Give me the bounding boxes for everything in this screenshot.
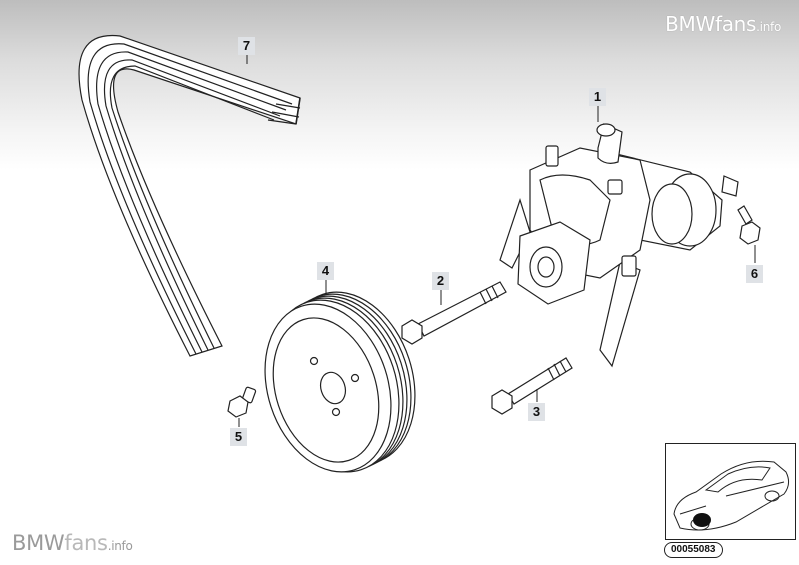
vehicle-location-inset — [665, 443, 796, 540]
part-label-6[interactable]: 6 — [746, 265, 763, 283]
watermark-bottom-brand: BMW — [12, 531, 65, 555]
watermark-bottom-fans: fans — [64, 531, 108, 555]
watermark-top-suffix: .info — [756, 20, 781, 34]
watermark-bottom: BMWfans.info — [12, 531, 133, 555]
pulley[interactable] — [244, 275, 436, 489]
drive-belt[interactable] — [78, 34, 301, 357]
part-label-5[interactable]: 5 — [230, 428, 247, 446]
part-label-1[interactable]: 1 — [589, 88, 606, 106]
part-label-3[interactable]: 3 — [528, 403, 545, 421]
bolt-5[interactable] — [227, 386, 257, 418]
diagram-code: 00055083 — [664, 542, 723, 558]
bolt-6[interactable] — [737, 205, 761, 245]
watermark-top-brand: BMWfans — [665, 12, 757, 36]
watermark-bottom-suffix: .info — [107, 539, 133, 553]
bolt-2[interactable] — [401, 281, 507, 345]
part-label-2[interactable]: 2 — [432, 272, 449, 290]
watermark-top: BMWfans.info — [665, 12, 781, 36]
car-outline-icon — [673, 460, 790, 531]
power-steering-pump[interactable] — [499, 123, 739, 368]
part-label-7[interactable]: 7 — [238, 37, 255, 55]
bolt-3[interactable] — [491, 357, 573, 415]
part-label-4[interactable]: 4 — [317, 262, 334, 280]
